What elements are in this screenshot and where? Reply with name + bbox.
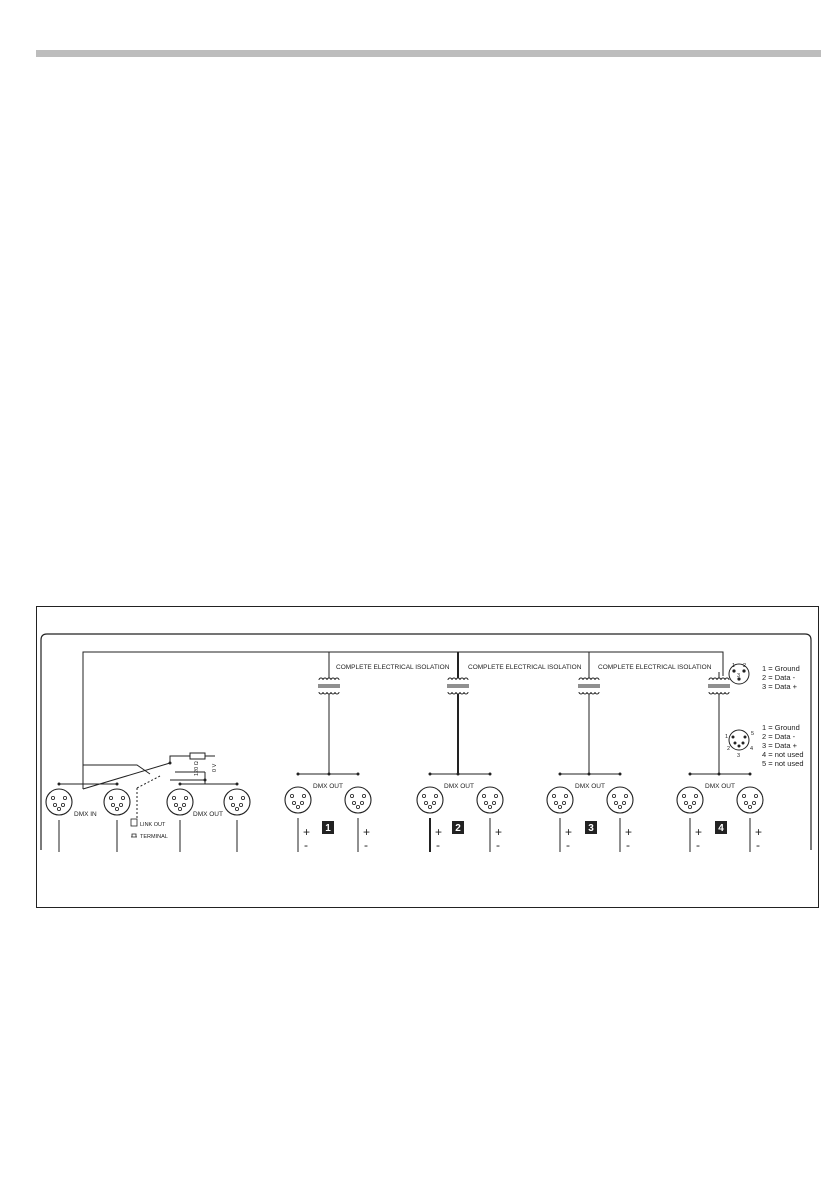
dmx-in-connector-b — [103, 788, 131, 816]
dmx-out-label-2: DMX OUT — [444, 783, 474, 790]
pinout-5pin: 1 2 3 4 5 — [725, 729, 754, 759]
isolation-label-2: COMPLETE ELECTRICAL ISOLATION — [468, 664, 582, 671]
plus-mark-out3-a: + — [565, 825, 572, 839]
out4-connector-a — [676, 786, 704, 814]
svg-text:3: 3 — [737, 673, 740, 679]
svg-text:2 = Data -: 2 = Data - — [762, 673, 796, 682]
out3-connector-a — [546, 786, 574, 814]
plus-mark-out4-a: + — [695, 825, 702, 839]
dmx-out-label-link: DMX OUT — [193, 811, 223, 818]
dmx-out-label-3: DMX OUT — [575, 783, 605, 790]
resistor-label: 120 Ω — [194, 761, 200, 776]
output-badge-4: 4 — [715, 821, 727, 834]
transformer-1 — [318, 672, 340, 698]
svg-text:3: 3 — [737, 753, 740, 759]
top-rule — [36, 50, 821, 57]
svg-text:1: 1 — [325, 823, 331, 834]
svg-text:4: 4 — [750, 746, 753, 752]
svg-text:1: 1 — [732, 663, 735, 669]
output-badges: 1 2 3 4 — [322, 821, 727, 834]
minus-mark-out3-a: - — [566, 838, 570, 852]
svg-text:4 = not used: 4 = not used — [762, 750, 804, 759]
minus-mark-out4-b: - — [756, 838, 760, 852]
isolation-label-3: COMPLETE ELECTRICAL ISOLATION — [598, 664, 712, 671]
minus-mark-out4-a: - — [696, 838, 700, 852]
svg-text:3 = Data +: 3 = Data + — [762, 741, 798, 750]
svg-text:4: 4 — [718, 823, 724, 834]
svg-text:1 = Ground: 1 = Ground — [762, 664, 800, 673]
link-out-icon — [130, 818, 138, 827]
svg-text:2 = Data -: 2 = Data - — [762, 732, 796, 741]
out1-connector-b — [344, 786, 372, 814]
isolation-label-1: COMPLETE ELECTRICAL ISOLATION — [336, 664, 450, 671]
output-badge-2: 2 — [452, 821, 464, 834]
transformer-2 — [447, 672, 469, 698]
isolation-bus — [82, 651, 724, 789]
svg-text:5: 5 — [751, 731, 754, 737]
svg-text:1: 1 — [725, 734, 728, 740]
plus-mark-out4-b: + — [755, 825, 762, 839]
voltage-label: 0 V — [212, 763, 218, 772]
pinout-5pin-legend: 1 = Ground 2 = Data - 3 = Data + 4 = not… — [762, 723, 804, 768]
pinout-3pin: 1 2 3 — [728, 663, 750, 685]
dmx-in-connector-a — [45, 788, 73, 816]
plus-mark-out2-b: + — [495, 825, 502, 839]
svg-text:2: 2 — [455, 823, 461, 834]
minus-mark-out2-a: - — [436, 838, 440, 852]
svg-text:2: 2 — [727, 746, 730, 752]
minus-mark-out1-b: - — [364, 838, 368, 852]
out1-connector-a — [284, 786, 312, 814]
link-out-label: LINK OUT — [140, 822, 166, 828]
plus-mark-out3-b: + — [625, 825, 632, 839]
dmx-in-label: DMX IN — [74, 811, 97, 818]
svg-text:3 = Data +: 3 = Data + — [762, 682, 798, 691]
out-bars — [59, 773, 750, 785]
plus-mark-out2-a: + — [435, 825, 442, 839]
output-badge-1: 1 — [322, 821, 334, 834]
out2-connector-b — [476, 786, 504, 814]
transformer-4 — [708, 672, 730, 698]
link-switch — [82, 752, 215, 820]
link-out-connector-a — [166, 788, 194, 816]
terminal-icon — [131, 833, 137, 838]
svg-text:3: 3 — [588, 823, 594, 834]
transformer-3 — [578, 672, 600, 698]
svg-text:1 = Ground: 1 = Ground — [762, 723, 800, 732]
device-panel — [40, 633, 812, 850]
link-out-connector-b — [223, 788, 251, 816]
bar-end-dots — [57, 772, 752, 786]
transformers — [318, 672, 730, 698]
output-feeds — [328, 698, 720, 774]
connector-leads — [58, 818, 751, 852]
dmx-out-label-1: DMX OUT — [313, 783, 343, 790]
connectors — [45, 786, 764, 816]
out3-connector-b — [606, 786, 634, 814]
pinout-3pin-legend: 1 = Ground 2 = Data - 3 = Data + — [762, 664, 800, 691]
terminal-label: TERMINAL — [140, 834, 168, 840]
minus-mark-out3-b: - — [626, 838, 630, 852]
out2-connector-a — [416, 786, 444, 814]
svg-text:2: 2 — [743, 663, 746, 669]
svg-text:5 = not used: 5 = not used — [762, 759, 804, 768]
plus-mark-out1-b: + — [363, 825, 370, 839]
polarity-marks: +-+-+-+-+-+-+-+- — [303, 825, 762, 852]
diagram-frame — [36, 606, 819, 908]
minus-mark-out2-b: - — [496, 838, 500, 852]
minus-mark-out1-a: - — [304, 838, 308, 852]
output-badge-3: 3 — [585, 821, 597, 834]
dmx-out-label-4: DMX OUT — [705, 783, 735, 790]
plus-mark-out1-a: + — [303, 825, 310, 839]
out4-connector-b — [736, 786, 764, 814]
